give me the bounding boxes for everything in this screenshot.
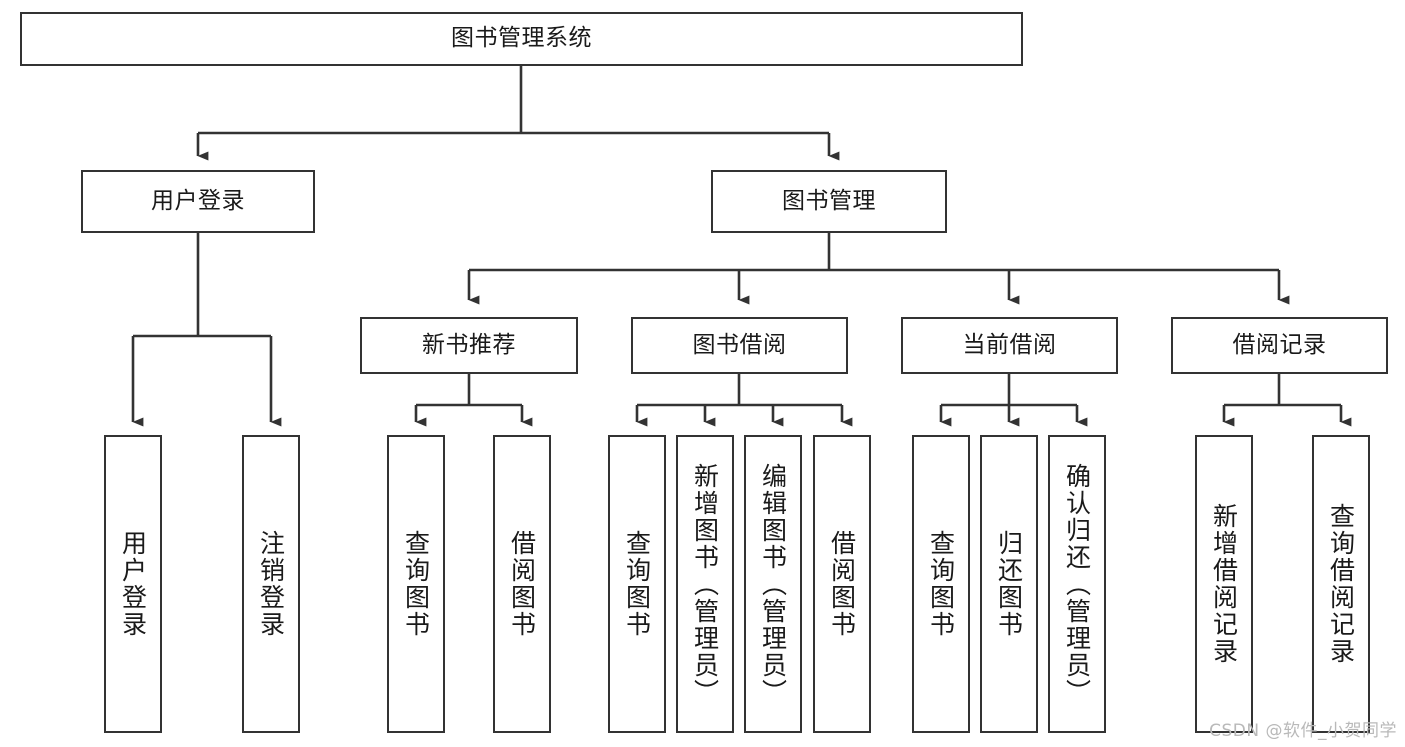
node-leaf-return-book[interactable]: 归还图书 — [980, 435, 1038, 733]
node-current-borrow[interactable]: 当前借阅 — [901, 317, 1118, 374]
node-leaf-user-login-label: 用户登录 — [118, 530, 148, 638]
node-user-login-label: 用户登录 — [151, 187, 245, 214]
node-leaf-query-book-1[interactable]: 查询图书 — [387, 435, 445, 733]
node-leaf-query-book-2-label: 查询图书 — [622, 530, 652, 638]
node-leaf-query-book-3-label: 查询图书 — [926, 530, 956, 638]
node-leaf-borrow-book-2-label: 借阅图书 — [827, 530, 857, 638]
node-user-login[interactable]: 用户登录 — [81, 170, 315, 233]
node-leaf-borrow-book-1[interactable]: 借阅图书 — [493, 435, 551, 733]
node-leaf-query-book-1-label: 查询图书 — [401, 530, 431, 638]
node-leaf-query-record-label: 查询借阅记录 — [1326, 503, 1356, 665]
node-new-book-recommend-label: 新书推荐 — [422, 331, 516, 358]
node-leaf-edit-book[interactable]: 编辑图书（管理员） — [744, 435, 802, 733]
node-leaf-user-login[interactable]: 用户登录 — [104, 435, 162, 733]
node-book-manage-label: 图书管理 — [782, 187, 876, 214]
csdn-watermark: CSDN @软件_小贺同学 — [1209, 721, 1397, 741]
node-leaf-add-record[interactable]: 新增借阅记录 — [1195, 435, 1253, 733]
node-current-borrow-label: 当前借阅 — [962, 331, 1057, 358]
node-leaf-borrow-book-2[interactable]: 借阅图书 — [813, 435, 871, 733]
node-leaf-query-book-2[interactable]: 查询图书 — [608, 435, 666, 733]
node-leaf-logout-login[interactable]: 注销登录 — [242, 435, 300, 733]
node-leaf-query-record[interactable]: 查询借阅记录 — [1312, 435, 1370, 733]
node-leaf-add-book-label: 新增图书（管理员） — [690, 462, 720, 706]
node-borrow-record[interactable]: 借阅记录 — [1171, 317, 1388, 374]
node-book-manage[interactable]: 图书管理 — [711, 170, 947, 233]
node-leaf-confirm-return[interactable]: 确认归还（管理员） — [1048, 435, 1106, 733]
node-leaf-add-book[interactable]: 新增图书（管理员） — [676, 435, 734, 733]
node-borrow-record-label: 借阅记录 — [1232, 331, 1327, 358]
node-leaf-add-record-label: 新增借阅记录 — [1209, 503, 1239, 665]
node-leaf-borrow-book-1-label: 借阅图书 — [507, 530, 537, 638]
node-leaf-query-book-3[interactable]: 查询图书 — [912, 435, 970, 733]
node-leaf-logout-login-label: 注销登录 — [256, 530, 286, 638]
node-root[interactable]: 图书管理系统 — [20, 12, 1023, 66]
node-leaf-edit-book-label: 编辑图书（管理员） — [758, 462, 788, 706]
node-leaf-return-book-label: 归还图书 — [994, 530, 1024, 638]
node-leaf-confirm-return-label: 确认归还（管理员） — [1062, 462, 1092, 706]
node-book-borrow-label: 图书借阅 — [692, 331, 787, 358]
node-book-borrow[interactable]: 图书借阅 — [631, 317, 848, 374]
node-new-book-recommend[interactable]: 新书推荐 — [360, 317, 578, 374]
node-root-label: 图书管理系统 — [451, 25, 592, 52]
